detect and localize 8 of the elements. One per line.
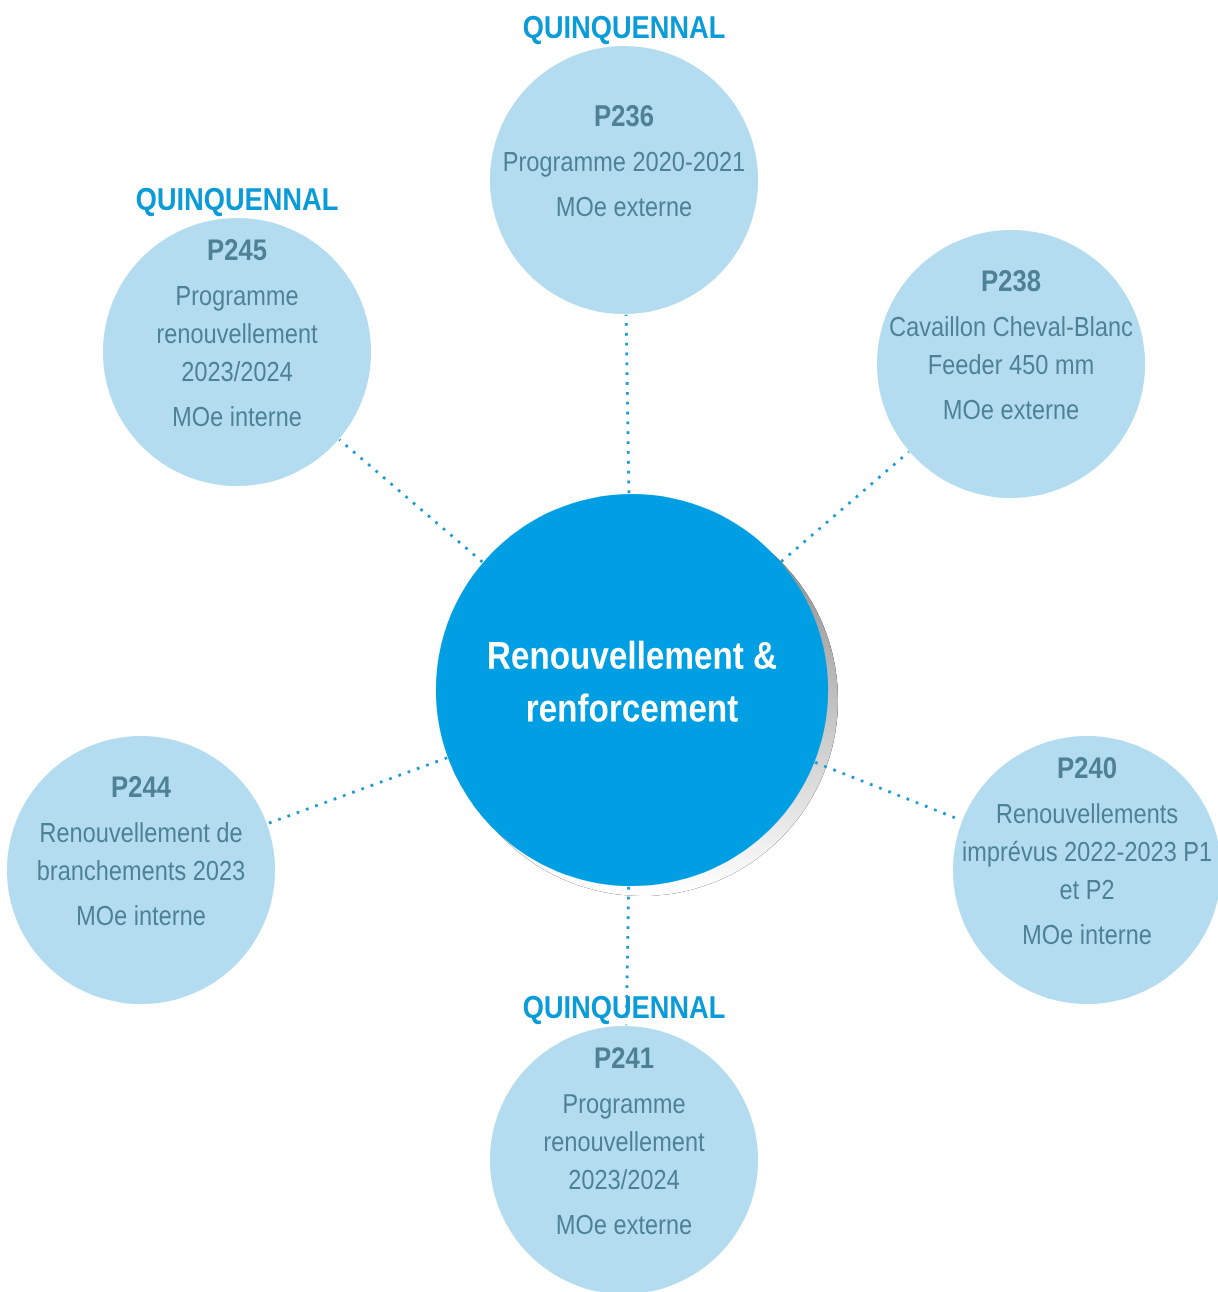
connector-line xyxy=(814,761,963,822)
connector-line xyxy=(338,438,484,564)
connector-line xyxy=(780,450,910,563)
connector-line xyxy=(624,314,631,494)
connector-line xyxy=(267,756,448,825)
curved-heading: QUINQUENNAL xyxy=(136,187,338,217)
curved-heading: QUINQUENNAL xyxy=(523,995,725,1025)
curved-heading: QUINQUENNAL xyxy=(523,15,725,45)
